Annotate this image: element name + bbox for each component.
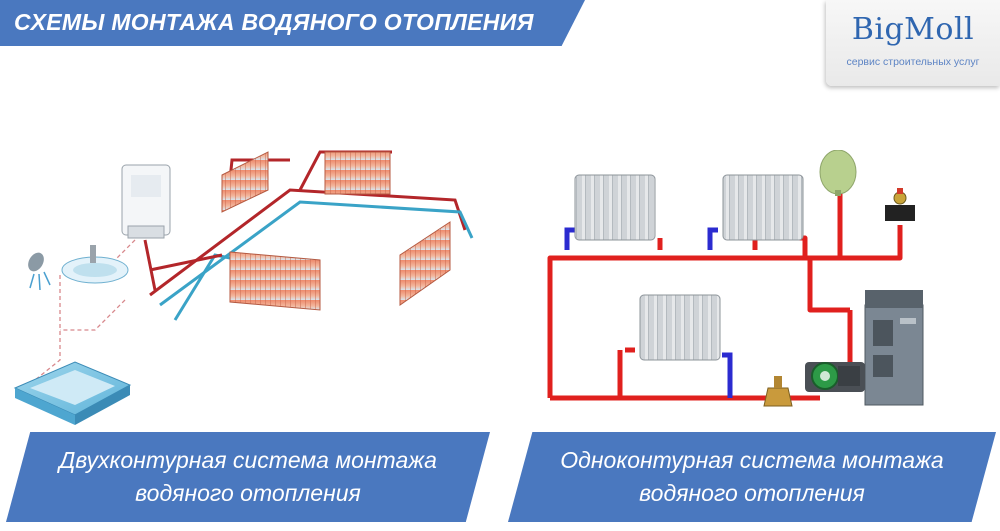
valve-icon	[763, 376, 793, 407]
caption-right-text: Одноконтурная система монтажа водяного о…	[560, 447, 944, 506]
sink-icon	[61, 245, 129, 284]
logo: BigMoll сервис строительных услуг	[826, 0, 1000, 86]
single-circuit-diagram	[547, 150, 924, 407]
shower-icon	[28, 252, 51, 291]
caption-left-text: Двухконтурная система монтажа водяного о…	[59, 447, 437, 506]
safety-valve-icon	[885, 188, 915, 221]
dual-circuit-diagram	[13, 150, 474, 425]
expansion-tank-icon	[819, 150, 857, 196]
radiator-icon	[324, 151, 391, 195]
boiler-icon	[864, 290, 924, 406]
logo-tagline: сервис строительных услуг	[846, 56, 980, 68]
page-title: СХЕМЫ МОНТАЖА ВОДЯНОГО ОТОПЛЕНИЯ	[14, 9, 534, 35]
radiator-icon	[221, 151, 269, 213]
cold-pipes	[564, 227, 733, 398]
bathtub-icon	[13, 361, 132, 425]
radiator-icon	[229, 251, 321, 311]
caption-dual-circuit: Двухконтурная система монтажа водяного о…	[6, 432, 490, 522]
radiator-icon	[722, 174, 804, 241]
title-banner: СХЕМЫ МОНТАЖА ВОДЯНОГО ОТОПЛЕНИЯ	[0, 0, 585, 46]
boiler-icon	[121, 164, 171, 239]
radiator-icon	[399, 221, 451, 306]
caption-single-circuit: Одноконтурная система монтажа водяного о…	[508, 432, 996, 522]
logo-name: BigMoll	[851, 12, 975, 47]
radiator-icon	[639, 294, 721, 361]
pump-icon	[805, 362, 865, 392]
radiator-icon	[574, 174, 656, 241]
